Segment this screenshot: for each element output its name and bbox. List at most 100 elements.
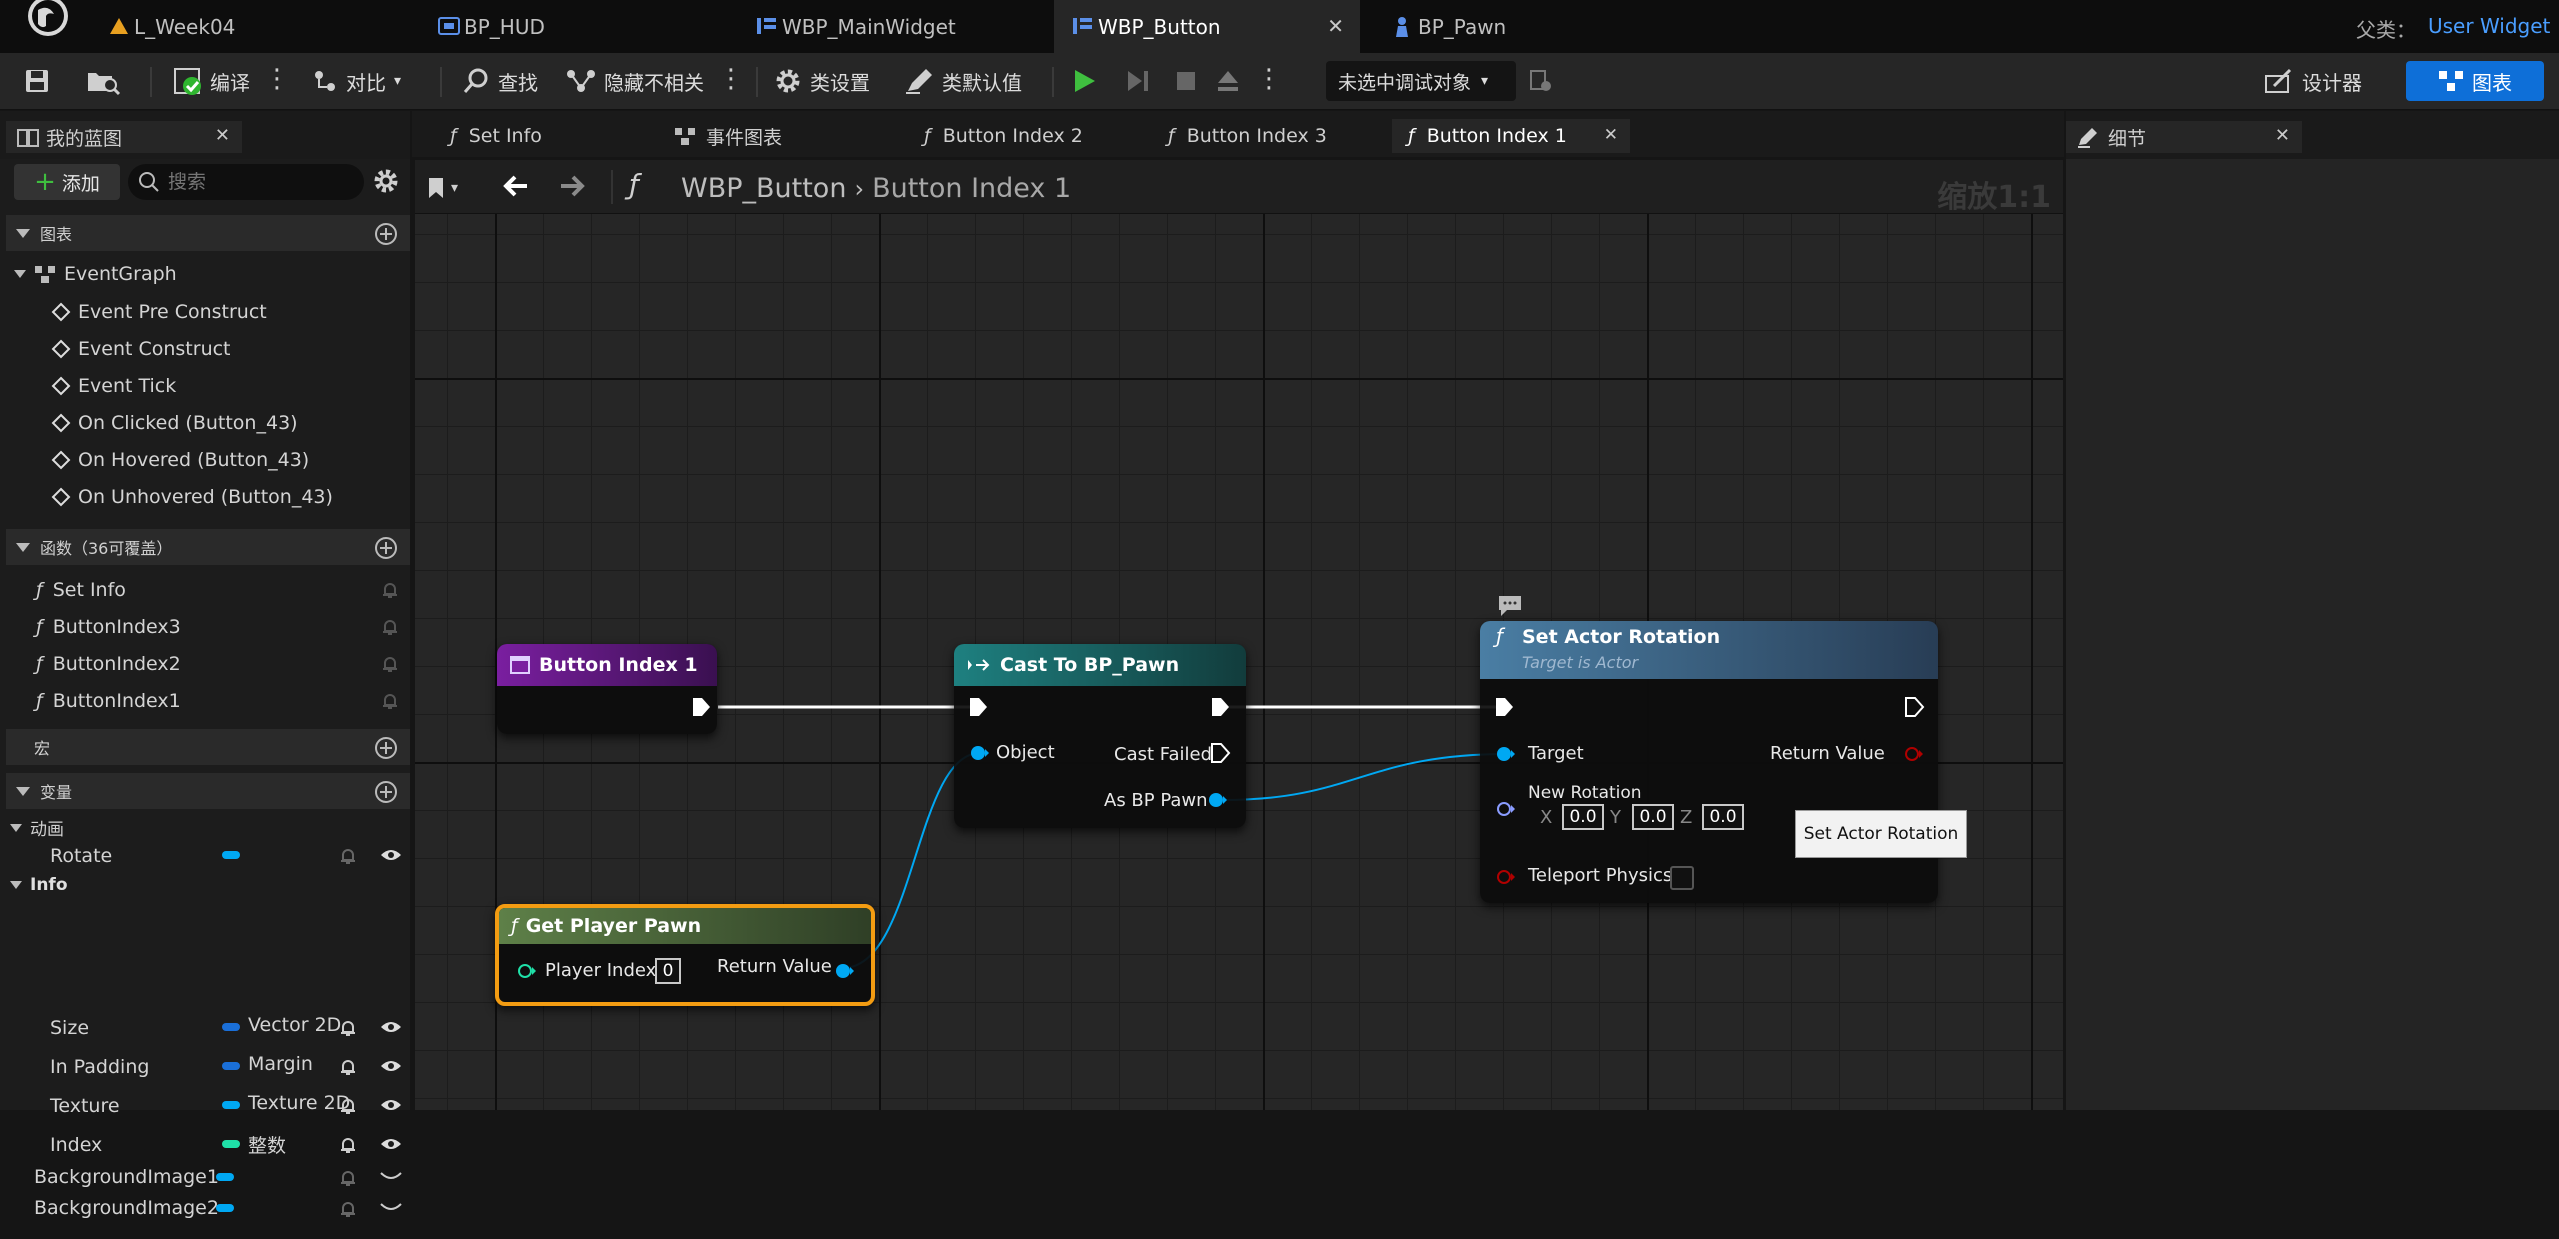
eye-closed-icon[interactable] — [380, 1202, 402, 1214]
breadcrumb-root[interactable]: WBP_Button — [681, 173, 847, 204]
search-input[interactable] — [168, 167, 356, 197]
eye-icon[interactable] — [380, 1019, 402, 1035]
parent-class-link[interactable]: User Widget — [2428, 14, 2551, 38]
variables-section-header[interactable]: 变量 — [6, 773, 410, 809]
bell-icon[interactable] — [340, 1097, 356, 1115]
debug-filter-button[interactable] — [1522, 61, 1560, 101]
graphs-section-header[interactable]: 图表 — [6, 215, 410, 251]
close-icon[interactable]: ✕ — [214, 125, 230, 146]
doc-tab-bp-hud[interactable]: BP_HUD — [420, 0, 720, 53]
variable-row[interactable]: BackgroundImage2 — [34, 1192, 410, 1224]
player-index-in-pin[interactable] — [517, 962, 537, 980]
event-item[interactable]: On Clicked (Button_43) — [51, 404, 333, 441]
stop-button[interactable] — [1166, 61, 1206, 101]
compile-button[interactable]: 编译 — [162, 61, 260, 101]
rotation-z-input[interactable]: 0.0 — [1702, 804, 1744, 830]
eye-icon[interactable] — [380, 1058, 402, 1074]
node-set-actor-rotation[interactable]: ƒ Set Actor Rotation Target is Actor Tar… — [1480, 621, 1938, 903]
doc-tab-wbp-button[interactable]: WBP_Button ✕ — [1054, 0, 1360, 53]
node-cast-to-bp-pawn[interactable]: Cast To BP_Pawn Object Cast Failed As BP… — [954, 644, 1246, 828]
eye-icon[interactable] — [380, 847, 402, 863]
add-graph-icon[interactable] — [374, 222, 398, 246]
return-value-out-pin[interactable] — [1904, 745, 1924, 763]
doc-tab-level[interactable]: L_Week04 — [90, 0, 400, 53]
event-item[interactable]: Event Tick — [51, 367, 333, 404]
browse-button[interactable] — [76, 61, 130, 101]
exec-out-pin[interactable] — [1210, 696, 1230, 718]
rotation-y-input[interactable]: 0.0 — [1632, 804, 1674, 830]
eye-icon[interactable] — [380, 1136, 402, 1152]
node-button-index-1[interactable]: Button Index 1 — [497, 644, 717, 734]
exec-in-pin[interactable] — [1494, 696, 1514, 718]
return-value-out-pin[interactable] — [835, 962, 855, 980]
bell-icon[interactable] — [340, 847, 356, 865]
bell-icon[interactable] — [340, 1200, 356, 1218]
hide-unrelated-button[interactable]: 隐藏不相关 — [556, 61, 714, 101]
unreal-logo-icon[interactable] — [8, 0, 72, 50]
step-button[interactable] — [1118, 61, 1158, 101]
play-button[interactable] — [1064, 61, 1104, 101]
find-button[interactable]: 查找 — [452, 61, 548, 101]
compile-options-icon[interactable]: ⋮ — [264, 64, 290, 94]
tree-item-eventgraph[interactable]: EventGraph — [14, 255, 177, 292]
doc-tab-bp-pawn[interactable]: BP_Pawn — [1374, 0, 1674, 53]
macros-section-header[interactable]: 宏 — [6, 729, 410, 765]
add-macro-icon[interactable] — [374, 736, 398, 760]
play-options-icon[interactable]: ⋮ — [1256, 64, 1282, 94]
debug-target-select[interactable]: 未选中调试对象 ▾ — [1326, 61, 1516, 101]
event-item[interactable]: Event Pre Construct — [51, 293, 333, 330]
node-get-player-pawn[interactable]: ƒ Get Player Pawn Player Index 0 Return … — [495, 904, 875, 1006]
bell-icon[interactable] — [382, 655, 398, 673]
hide-unrelated-options-icon[interactable]: ⋮ — [718, 64, 744, 94]
save-button[interactable] — [14, 61, 60, 101]
eye-icon[interactable] — [380, 1097, 402, 1113]
event-item[interactable]: Event Construct — [51, 330, 333, 367]
close-icon[interactable]: ✕ — [2274, 125, 2290, 146]
forward-arrow-icon[interactable] — [557, 172, 587, 200]
comment-bubble-icon[interactable] — [1497, 594, 1523, 618]
graph-canvas[interactable]: Button Index 1 Cast To BP_Pawn Object Ca… — [415, 214, 2063, 1110]
teleport-physics-checkbox[interactable] — [1670, 866, 1694, 890]
bell-icon[interactable] — [340, 1169, 356, 1187]
close-tab-icon[interactable]: ✕ — [1327, 14, 1344, 38]
graph-tab-event-graph[interactable]: 事件图表 — [664, 119, 864, 153]
eye-closed-icon[interactable] — [380, 1171, 402, 1183]
player-index-input[interactable]: 0 — [655, 958, 681, 984]
doc-tab-wbp-mainwidget[interactable]: WBP_MainWidget — [738, 0, 1048, 53]
object-in-pin[interactable] — [970, 744, 990, 762]
add-function-icon[interactable] — [374, 536, 398, 560]
category-header-animation[interactable]: 动画 — [10, 815, 64, 840]
bell-icon[interactable] — [382, 692, 398, 710]
add-variable-icon[interactable] — [374, 780, 398, 804]
settings-gear-icon[interactable] — [372, 167, 400, 195]
event-item[interactable]: On Hovered (Button_43) — [51, 441, 333, 478]
variable-row[interactable]: Rotate — [50, 837, 410, 874]
new-rotation-in-pin[interactable] — [1496, 800, 1516, 818]
designer-mode-button[interactable]: 设计器 — [2254, 61, 2372, 101]
back-arrow-icon[interactable] — [501, 172, 531, 200]
add-button[interactable]: + 添加 — [14, 164, 120, 200]
teleport-physics-pin[interactable] — [1496, 868, 1516, 886]
category-header-info[interactable]: Info — [10, 875, 68, 895]
class-settings-button[interactable]: 类设置 — [764, 61, 880, 101]
variable-row[interactable]: Texture Texture 2D — [50, 1087, 410, 1124]
variable-row[interactable]: Size Vector 2D — [50, 1009, 410, 1046]
event-item[interactable]: On Unhovered (Button_43) — [51, 478, 333, 515]
bell-icon[interactable] — [382, 618, 398, 636]
close-tab-icon[interactable]: ✕ — [1603, 125, 1618, 145]
functions-section-header[interactable]: 函数（36可覆盖） — [6, 529, 410, 565]
cast-failed-exec-pin[interactable] — [1210, 742, 1231, 764]
variable-row[interactable]: BackgroundImage1 — [34, 1161, 410, 1193]
as-bp-pawn-out-pin[interactable] — [1208, 791, 1228, 809]
bell-icon[interactable] — [340, 1136, 356, 1154]
details-tab[interactable]: 细节 ✕ — [2066, 121, 2302, 153]
bell-icon[interactable] — [382, 581, 398, 599]
graph-mode-button[interactable]: 图表 — [2406, 61, 2544, 101]
